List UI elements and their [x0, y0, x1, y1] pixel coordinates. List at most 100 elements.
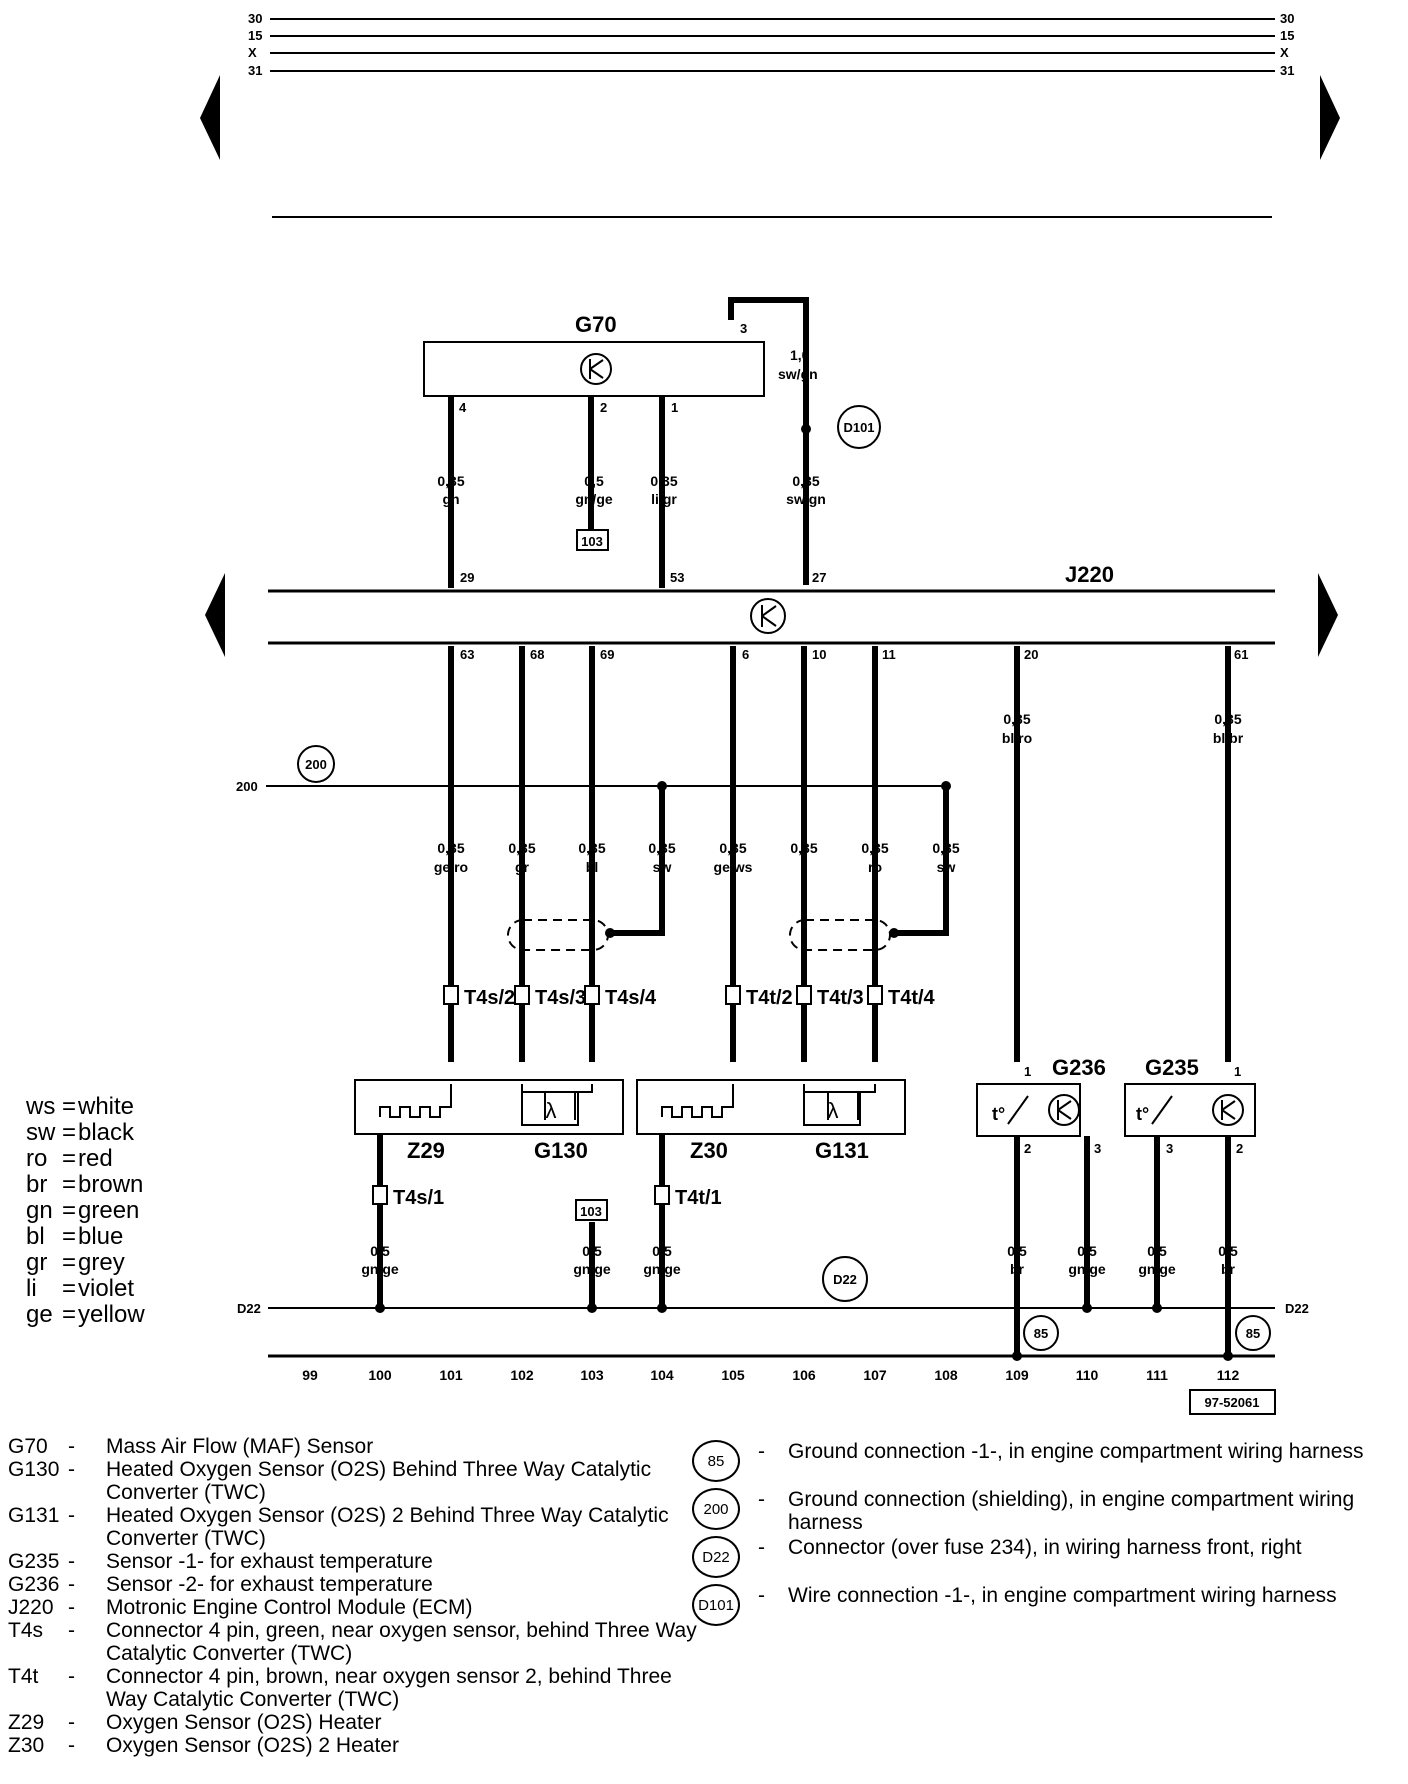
g235-transistor-icon [1212, 1094, 1244, 1126]
legend-row: G235-Sensor -1- for exhaust temperature [8, 1550, 433, 1573]
legend-row: Z30-Oxygen Sensor (O2S) 2 Heater [8, 1734, 399, 1757]
ground-85-label-1: 85 [1034, 1326, 1048, 1341]
wire-label-low6-color: gn/ge [1138, 1261, 1176, 1277]
wire-label-gr-size: 0,35 [508, 840, 535, 856]
d22-circle-label: D22 [833, 1272, 857, 1287]
wire-label-gn-size: 0,35 [437, 473, 464, 489]
bus-label-x-left: X [248, 45, 257, 60]
column-110: 110 [1076, 1367, 1099, 1383]
legend-row: T4s-Connector 4 pin, green, near oxygen … [8, 1619, 697, 1665]
bus-label-30-left: 30 [248, 11, 262, 26]
right-arrow-icon [1320, 75, 1340, 160]
g236-pin-3: 3 [1094, 1141, 1101, 1156]
j220-pin-68: 68 [530, 647, 544, 662]
connector-t4t-1-icon [654, 1185, 670, 1205]
d22-left-label: D22 [237, 1301, 261, 1316]
legend-row: Z29-Oxygen Sensor (O2S) Heater [8, 1711, 382, 1734]
shield-2 [789, 919, 891, 951]
color-code-row: ws=white [26, 1093, 135, 1120]
bus-label-30-right: 30 [1280, 11, 1294, 26]
wire-label-1-0-color: sw/gn [778, 366, 818, 382]
wiring-diagram: 30 15 X 31 30 15 X 31 G70 3 1,0 sw/gn D1… [200, 11, 1340, 1415]
column-103: 103 [580, 1367, 604, 1383]
ground-85-label-2: 85 [1246, 1326, 1260, 1341]
g235-pin-1: 1 [1234, 1064, 1241, 1079]
ref-box-103-bottom-label: 103 [580, 1204, 602, 1219]
d22-circle [822, 1256, 868, 1302]
wire-label-ro-color: ro [868, 859, 882, 875]
wire-label-gr-color: gr [515, 859, 530, 875]
temperature-sensor-icon-2: t° [1136, 1104, 1149, 1124]
color-code-row: br=brown [26, 1171, 144, 1198]
wire-label-low4-size: 0,5 [1007, 1243, 1027, 1259]
wire-connection-d101-symbol: D101 [692, 1584, 740, 1626]
wire-label-ligr-color: li/gr [651, 491, 677, 507]
wire-label-gn-color: gn [442, 491, 459, 507]
wire-label-gnge-size: 0,5 [584, 473, 604, 489]
g236-pin-2: 2 [1024, 1141, 1031, 1156]
lambda-icon: λ [546, 1098, 557, 1123]
connector-t4t-3: T4t/3 [817, 987, 864, 1009]
color-code-row: sw=black [26, 1119, 135, 1146]
ground-200-line-label: 200 [236, 779, 258, 794]
column-111: 111 [1146, 1367, 1168, 1383]
connector-t4s-4: T4s/4 [605, 987, 657, 1009]
column-107: 107 [863, 1367, 887, 1383]
ground-200-symbol: 200 [692, 1488, 740, 1530]
g70-pin-2: 2 [600, 400, 607, 415]
column-102: 102 [510, 1367, 534, 1383]
legend-row: T4t-Connector 4 pin, brown, near oxygen … [8, 1665, 672, 1711]
heater-icon-2 [661, 1084, 876, 1126]
transistor-icon [580, 353, 612, 385]
g70-wires [448, 396, 665, 588]
ground-85-circle-2 [1235, 1315, 1271, 1351]
wire-label-1-0-size: 1,0 [790, 347, 810, 363]
d101-dot [801, 424, 811, 434]
j220-pin-63: 63 [460, 647, 474, 662]
left-arrow-icon [200, 75, 220, 160]
wire-g70-pin3-loop [728, 297, 809, 585]
wire-label-gnge-color: gn/ge [575, 491, 613, 507]
shield-dot-2 [889, 928, 899, 938]
wire-label-ligr-size: 0,35 [650, 473, 677, 489]
column-104: 104 [650, 1367, 674, 1383]
left-arrow-icon-2 [205, 573, 225, 657]
j220-pin-6: 6 [742, 647, 749, 662]
g235-box [1124, 1083, 1256, 1137]
wire-label-low7-color: br [1221, 1261, 1236, 1277]
column-109: 109 [1005, 1367, 1029, 1383]
j220-label: J220 [1065, 562, 1114, 587]
j220-transistor-icon [750, 598, 786, 634]
connector-t4t-1: T4t/1 [675, 1187, 722, 1209]
g70-pin-1: 1 [671, 400, 678, 415]
bus-lines [270, 18, 1275, 218]
ground-dot-109 [1012, 1351, 1022, 1361]
wire-label-low4-color: br [1010, 1261, 1025, 1277]
symbol-legend-row: D22 -Connector (over fuse 234), in wirin… [690, 1536, 1400, 1584]
wire-label-gews-color: ge/ws [714, 859, 753, 875]
bus-label-15-right: 15 [1280, 28, 1294, 43]
g131-label: G131 [815, 1138, 869, 1163]
wire-label-bl-color: bl [586, 859, 598, 875]
d101-label: D101 [843, 420, 874, 435]
ground-85-circle-1 [1023, 1315, 1059, 1351]
column-112: 112 [1217, 1367, 1240, 1383]
wire-label-li-size: 0,35 [790, 840, 817, 856]
connector-d22-symbol: D22 [692, 1536, 740, 1578]
g70-box [423, 341, 765, 397]
wire-label-blro-size: 0,35 [1003, 711, 1030, 727]
shield-dot-1 [605, 928, 615, 938]
column-108: 108 [934, 1367, 958, 1383]
wire-label-sw2-color: sw [937, 859, 956, 875]
temperature-sensor-slash [1007, 1095, 1029, 1125]
legend-row: G70-Mass Air Flow (MAF) Sensor [8, 1435, 374, 1458]
ground-200-circle-label: 200 [305, 757, 327, 772]
legend-row: G236-Sensor -2- for exhaust temperature [8, 1573, 433, 1596]
color-code-legend: ws=white sw=black ro=red br=brown gn=gre… [26, 1094, 145, 1328]
wire-label-blbr-size: 0,35 [1214, 711, 1241, 727]
ref-box-103-bottom [575, 1199, 608, 1221]
wire-label-low3-size: 0,5 [652, 1243, 672, 1259]
column-106: 106 [792, 1367, 816, 1383]
z29-label: Z29 [407, 1138, 445, 1163]
wire-label-swgn-size: 0,35 [792, 473, 819, 489]
